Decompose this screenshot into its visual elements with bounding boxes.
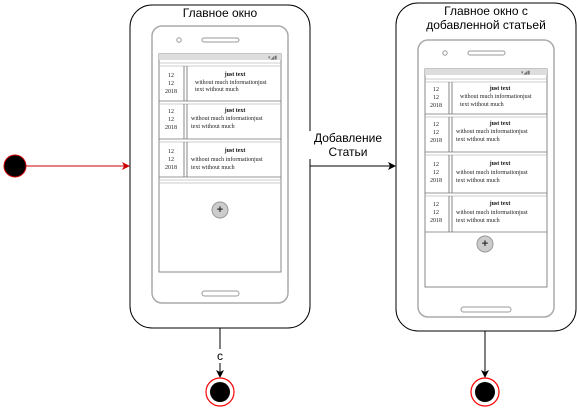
phone-screen-1 <box>158 53 282 273</box>
row-date-month: 12 <box>433 130 439 136</box>
phone-home-button-1 <box>201 290 240 297</box>
row-date-year: 2018 <box>165 125 177 131</box>
row-body-line2: text without much <box>191 124 235 130</box>
phone-home-button-2 <box>460 306 512 313</box>
row-body-line1: without much informationjust <box>191 157 263 163</box>
row-title: just text <box>224 148 246 154</box>
transition-label-add-article: Добавление Статьи <box>308 131 388 159</box>
phone-speaker-icon-1 <box>201 37 240 43</box>
fab-plus-icon-1: + <box>216 204 224 216</box>
row-date-year: 2018 <box>430 138 442 144</box>
row-body-line2: text without much <box>195 87 239 93</box>
status-bar-2 <box>425 69 547 75</box>
phone-camera-icon-2 <box>442 50 448 56</box>
state-title-main-window-with-article: Главное окно с добавленной статьей <box>426 4 546 32</box>
row-body-line2: text without much <box>460 102 504 108</box>
row-body-line1: without much informationjust <box>195 80 267 86</box>
final-node-1 <box>210 382 230 402</box>
row-body-line1: without much informationjust <box>456 129 528 135</box>
fab-add-button-1 <box>211 201 229 219</box>
row-date-day: 12 <box>433 202 439 208</box>
row-date-day: 12 <box>433 162 439 168</box>
transition-label-exit: с <box>214 349 226 363</box>
status-icons-1: ▾◢▮ <box>268 55 277 61</box>
state-title-main-window: Главное окно <box>182 6 258 20</box>
fab-add-button-2 <box>476 235 494 253</box>
row-date-month: 12 <box>433 170 439 176</box>
final-node-2 <box>475 382 495 402</box>
fab-plus-icon-2: + <box>481 238 489 250</box>
row-date-month: 12 <box>168 81 174 87</box>
row-date-year: 2018 <box>430 218 442 224</box>
phone-speaker-icon-2 <box>467 50 506 56</box>
row-body-line2: text without much <box>456 178 500 184</box>
row-date-year: 2018 <box>165 89 177 95</box>
row-date-day: 12 <box>168 73 174 79</box>
status-bar-1 <box>159 54 281 60</box>
row-date-day: 12 <box>168 109 174 115</box>
row-title: just text <box>489 121 511 127</box>
row-date-month: 12 <box>168 117 174 123</box>
article-list-1 <box>159 62 281 184</box>
row-body-line1: without much informationjust <box>456 170 528 176</box>
row-body-line1: without much informationjust <box>456 210 528 216</box>
row-date-year: 2018 <box>430 178 442 184</box>
row-date-year: 2018 <box>430 103 442 109</box>
row-title: just text <box>489 201 511 207</box>
row-date-year: 2018 <box>165 165 177 171</box>
row-date-month: 12 <box>168 157 174 163</box>
row-title: just text <box>489 86 511 92</box>
phone-camera-icon-1 <box>176 37 182 43</box>
row-body-line2: text without much <box>191 165 235 171</box>
row-body-line2: text without much <box>456 137 500 143</box>
status-icons-2: ▾◢▮ <box>521 70 530 76</box>
row-title: just text <box>489 161 511 167</box>
row-title: just text <box>224 108 246 114</box>
article-list-2 <box>425 78 547 233</box>
initial-node <box>3 154 27 178</box>
row-date-month: 12 <box>433 95 439 101</box>
row-body-line1: without much informationjust <box>460 94 532 100</box>
row-title: just text <box>224 72 246 78</box>
row-date-day: 12 <box>433 87 439 93</box>
row-date-month: 12 <box>433 210 439 216</box>
row-date-day: 12 <box>433 122 439 128</box>
row-date-day: 12 <box>168 149 174 155</box>
row-body-line2: text without much <box>456 218 500 224</box>
row-body-line1: without much informationjust <box>191 116 263 122</box>
